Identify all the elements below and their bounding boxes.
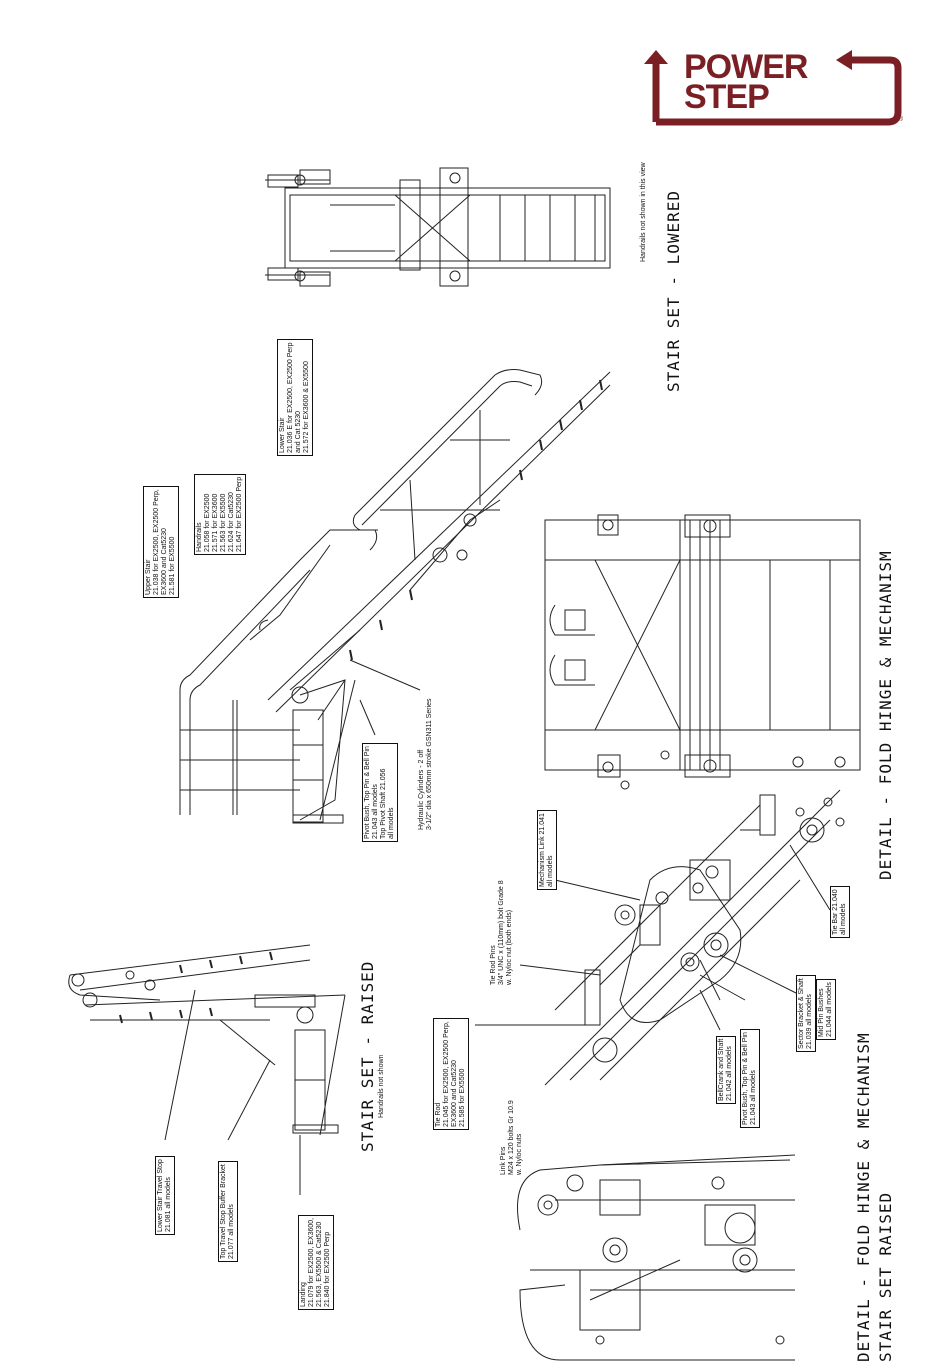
callout-line: 21.647 for EX2500 Perp <box>236 476 243 552</box>
callout-mid-pin: Mid Pin Bushes 21.044 all models <box>816 979 836 1040</box>
callout-line: Sector Bracket & Shaft <box>798 978 805 1049</box>
fold-hinge-raised-detail <box>517 1154 796 1361</box>
callout-pivot-bush: Pivot Bush, Top Pin & Bell Pin 21.043 al… <box>362 743 398 842</box>
raised-handrails-note: Handrails not shown <box>378 1054 385 1118</box>
logo-arrows-icon <box>644 50 902 126</box>
callout-tie-rod-pins: Tie Rod Pins 3/4" UNC x (110mm) bolt Gra… <box>490 880 514 985</box>
logo-registered-mark: ® <box>898 116 904 123</box>
callout-line: 21.563, EX5500 & Cat5230 <box>316 1221 323 1307</box>
callout-line: M24 x 120 bolts Gr 10.9 <box>508 1100 515 1175</box>
callout-line: 21.585 for EX5500 <box>459 1068 466 1127</box>
callout-link-pins: Link Pins M24 x 120 bolts Gr 10.9 w. Nyl… <box>500 1100 524 1175</box>
title-bottom-detail-1: DETAIL - FOLD HINGE & MECHANISM <box>854 1032 873 1362</box>
plan-handrails-note: Handrails not shown in this view <box>640 162 647 262</box>
callout-line: 21.045 for EX2500, EX2500 Perp, <box>443 1021 450 1127</box>
callout-line: 21.043 all models <box>372 784 379 839</box>
title-fold-hinge: DETAIL - FOLD HINGE & MECHANISM <box>876 550 895 880</box>
callout-line: Link Pins <box>500 1146 507 1175</box>
callout-line: all models <box>388 807 395 839</box>
callout-line: 21.043 all models <box>750 1070 757 1125</box>
title-stair-lowered: STAIR SET - LOWERED <box>664 189 683 392</box>
stair-raised-view <box>68 944 346 1195</box>
callout-line: 21.840 for EX2500 Perp <box>324 1231 331 1307</box>
callout-line: Top Travel Stop Buffer Bracket <box>220 1164 227 1259</box>
callout-line: 21.563 for EX5500 <box>220 493 227 552</box>
callout-line: EX3600 and Cat5230 <box>451 1060 458 1127</box>
callout-sector-bracket: Sector Bracket & Shaft 21.039 all models <box>796 975 816 1052</box>
callout-line: 21.571 for EX3600 <box>212 493 219 552</box>
callout-lower-travel-stop: Lower Stair Travel Stop 21.081 all model… <box>155 1156 175 1235</box>
callout-line: 3-1/2" dia x 650mm stroke GSN311 Series <box>426 698 433 830</box>
callout-line: 21.079 for EX2500, EX3600, <box>308 1217 315 1307</box>
callout-line: BellCrank and Shaft <box>718 1038 725 1101</box>
callout-line: Mechanism Link 21.041 <box>539 813 546 887</box>
callout-line: Handrails <box>196 522 203 552</box>
callout-line: all models <box>840 903 847 935</box>
callout-line: 21.624 for Cat5230 <box>228 492 235 552</box>
callout-line: EX3600 and Cat5230 <box>161 528 168 595</box>
callout-line: 21.039 all models <box>806 994 813 1049</box>
callout-tie-rod: Tie Rod 21.045 for EX2500, EX2500 Perp, … <box>433 1018 469 1130</box>
callout-line: 21.038 for EX2500, EX2500 Perp, <box>153 489 160 595</box>
callout-line: w. Nyloc nut (both ends) <box>506 909 513 985</box>
callout-line: 21.081 all models <box>165 1177 172 1232</box>
callout-lower-stair: Lower Stair 21.036 E for EX2500, EX2500 … <box>277 339 313 456</box>
callout-line: and Cat 5230 <box>295 410 302 453</box>
callout-tie-bar: Tie Bar 21.040 all models <box>830 886 850 938</box>
callout-line: 21.077 all models <box>228 1204 235 1259</box>
callout-pivot-bush-2: Pivot Bush, Top Pin & Bell Pin 21.043 al… <box>740 1029 760 1128</box>
callout-line: 21.044 all models <box>826 982 833 1037</box>
callout-line: Upper Stair <box>145 559 152 595</box>
callout-line: Pivot Bush, Top Pin & Bell Pin <box>364 746 371 839</box>
callout-mechanism-link: Mechanism Link 21.041 all models <box>537 810 557 890</box>
callout-line: Hydraulic Cylinders - 2 off <box>418 749 425 830</box>
callout-line: Tie Rod <box>435 1102 442 1127</box>
fold-hinge-detail-view <box>475 789 845 1086</box>
stair-lowered-plan-view <box>265 167 611 287</box>
callout-upper-stair: Upper Stair 21.038 for EX2500, EX2500 Pe… <box>143 486 179 598</box>
callout-hydraulic: Hydraulic Cylinders - 2 off 3-1/2" dia x… <box>418 698 434 830</box>
power-step-logo: POWER STEP ® <box>640 48 908 128</box>
callout-line: 21.058 for EX2500 <box>204 493 211 552</box>
callout-line: Tie Rod Pins <box>490 945 497 985</box>
title-bottom-detail-2: STAIR SET RAISED <box>876 1191 895 1362</box>
callout-line: 21.042 all models <box>726 1046 733 1101</box>
logo-line-2: STEP <box>684 78 770 116</box>
callout-line: Top Pivot Shaft 21.056 <box>380 768 387 839</box>
callout-buffer-bracket: Top Travel Stop Buffer Bracket 21.077 al… <box>218 1161 238 1262</box>
callout-line: w. Nyloc nuts <box>516 1133 523 1175</box>
title-stair-raised: STAIR SET - RAISED <box>358 960 377 1152</box>
callout-line: 3/4" UNC x (110mm) bolt Grade 8 <box>498 880 505 985</box>
stair-lowered-side-view <box>179 369 611 824</box>
callout-line: 21.581 for EX5500 <box>169 536 176 595</box>
logo-line-1: POWER <box>684 48 808 86</box>
callout-line: Lower Stair <box>279 417 286 453</box>
callout-line: Lower Stair Travel Stop <box>157 1159 164 1232</box>
callout-line: Pivot Bush, Top Pin & Bell Pin <box>742 1032 749 1125</box>
callout-landing: Landing 21.079 for EX2500, EX3600, 21.56… <box>298 1214 334 1310</box>
callout-line: Tie Bar 21.040 <box>832 889 839 935</box>
callout-line: Landing <box>300 1282 307 1307</box>
callout-line: Mid Pin Bushes <box>818 988 825 1037</box>
callout-handrails: Handrails 21.058 for EX2500 21.571 for E… <box>194 473 246 555</box>
callout-line: all models <box>547 855 554 887</box>
callout-bellcrank: BellCrank and Shaft 21.042 all models <box>716 1035 736 1104</box>
fold-hinge-plan-view <box>544 514 861 790</box>
callout-line: 21.572 for EX3600 & EX5500 <box>303 361 310 453</box>
callout-line: 21.036 E for EX2500, EX2500 Perp <box>287 342 294 453</box>
